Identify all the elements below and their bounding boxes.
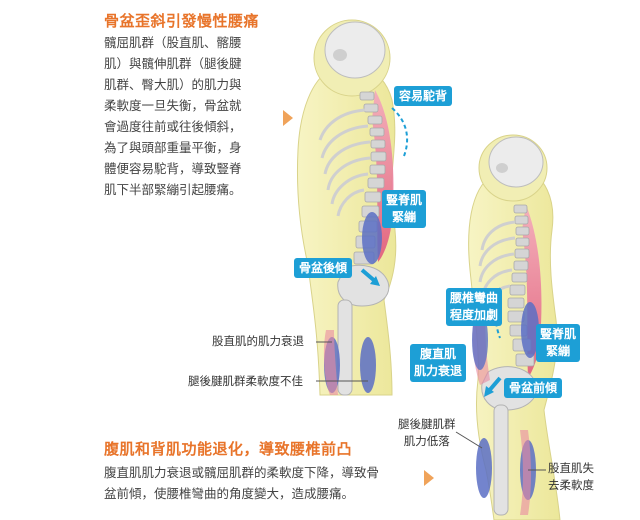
- badge-hunchback: 容易駝背: [394, 86, 453, 106]
- section1-line: 髖屈肌群（股直肌、髂腰: [104, 35, 242, 50]
- arrow-triangle-icon: [424, 470, 434, 486]
- callout-hamstring-weak: 腿後腱肌群 肌力低落: [398, 416, 456, 450]
- callout-line: 腿後腱肌群: [398, 417, 456, 431]
- badge-line: 豎脊肌: [540, 327, 577, 341]
- badge-line: 腰椎彎曲: [450, 291, 499, 305]
- badge-line: 豎脊肌: [386, 193, 423, 207]
- section1-body: 髖屈肌群（股直肌、髂腰 肌）與髖伸肌群（腿後腱 肌群、臀大肌）的肌力與 柔軟度一…: [104, 32, 284, 200]
- badge-abs-weak: 腹直肌 肌力衰退: [410, 344, 467, 382]
- section2-line: 盆前傾，使腰椎彎曲的角度變大，造成腰痛。: [104, 486, 355, 501]
- badge-erector-right: 豎脊肌 緊繃: [536, 324, 581, 362]
- section1-line: 肌）與髖伸肌群（腿後腱: [104, 56, 242, 71]
- badge-lumbar-curve: 腰椎彎曲 程度加劇: [446, 288, 503, 326]
- section1-line: 柔軟度一旦失衡，骨盆就: [104, 98, 242, 113]
- badge-line: 緊繃: [392, 210, 417, 224]
- left-figure: [296, 19, 409, 396]
- section2-title: 腹肌和背肌功能退化，導致腰椎前凸: [104, 440, 353, 458]
- callout-rectus-weak: 股直肌的肌力衰退: [212, 334, 304, 348]
- callout-line: 股直肌失: [548, 461, 594, 475]
- badge-line: 肌力衰退: [414, 364, 463, 378]
- badge-line: 腹直肌: [420, 347, 457, 361]
- callout-rectus-stiff: 股直肌失 去柔軟度: [548, 460, 594, 494]
- callout-line: 肌力低落: [403, 434, 450, 448]
- callout-hamstring-stiff: 腿後腱肌群柔軟度不佳: [188, 374, 303, 388]
- section1-line: 肌群、臀大肌）的肌力與: [104, 77, 242, 92]
- section2-body: 腹直肌肌力衰退或髖屈肌群的柔軟度下降，導致骨 盆前傾，使腰椎彎曲的角度變大，造成…: [104, 462, 434, 504]
- badge-pelvis-posterior: 骨盆後傾: [294, 258, 353, 278]
- section1-line: 為了與頭部重量平衡，身: [104, 140, 242, 155]
- section1-line: 會過度往前或往後傾斜，: [104, 119, 242, 134]
- section2-line: 腹直肌肌力衰退或髖屈肌群的柔軟度下降，導致骨: [104, 465, 380, 480]
- badge-erector-left: 豎脊肌 緊繃: [382, 190, 427, 228]
- badge-line: 程度加劇: [450, 308, 499, 322]
- section1-title: 骨盆歪斜引發慢性腰痛: [104, 12, 260, 30]
- callout-line: 去柔軟度: [548, 478, 594, 492]
- section1-line: 肌下半部緊繃引起腰痛。: [104, 182, 242, 197]
- section1-line: 體便容易駝背，導致豎脊: [104, 161, 242, 176]
- arrow-triangle-icon: [283, 110, 293, 126]
- badge-line: 緊繃: [546, 344, 571, 358]
- right-figure: [455, 134, 561, 520]
- badge-pelvis-anterior: 骨盆前傾: [504, 378, 563, 398]
